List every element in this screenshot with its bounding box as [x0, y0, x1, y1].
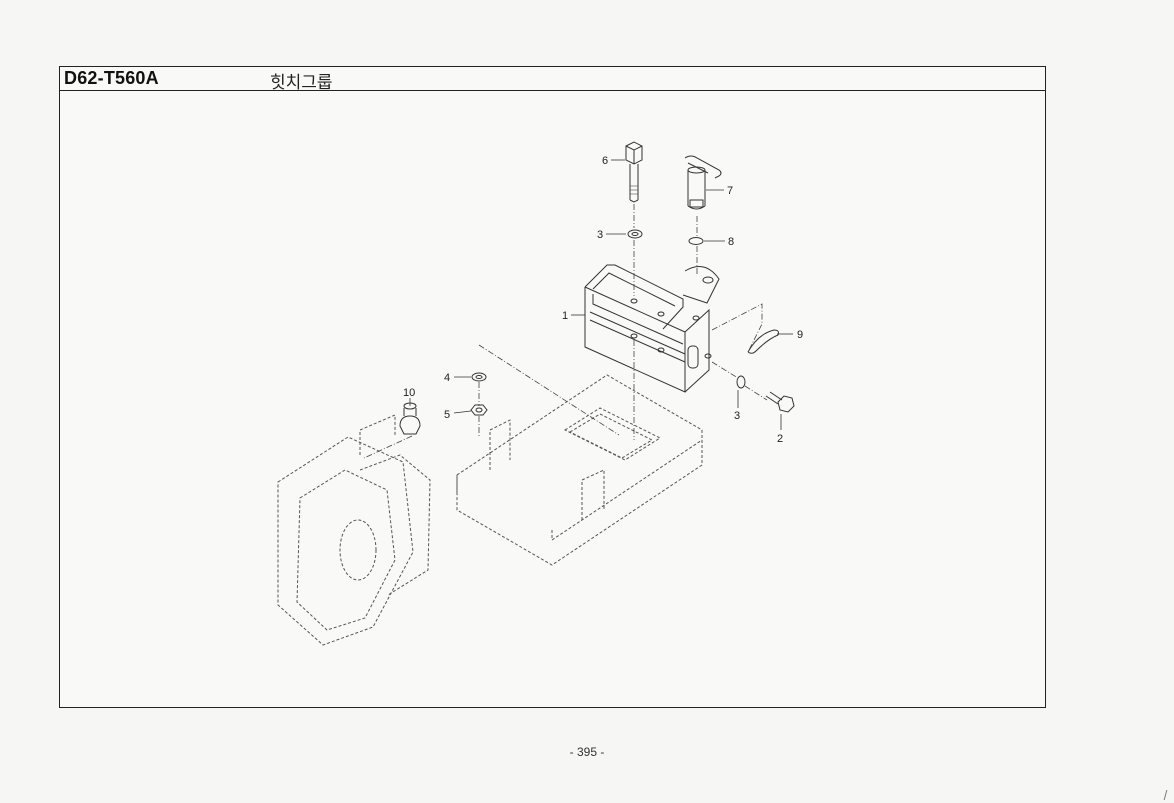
bolt-part-2 [765, 391, 795, 413]
washer-part-3-top [627, 229, 643, 239]
washer-part-4 [471, 372, 487, 382]
oring-part-8 [688, 237, 704, 245]
callout-4: 4 [444, 372, 450, 384]
document-code: D62-T560A [64, 68, 159, 88]
callout-1: 1 [562, 310, 568, 322]
callout-5: 5 [444, 409, 450, 421]
callout-3-top: 3 [597, 229, 603, 241]
drawbar-frame [456, 374, 703, 566]
bolt-part-6 [625, 141, 643, 203]
callout-8: 8 [728, 236, 734, 248]
callout-3-right: 3 [734, 410, 740, 422]
diagram-frame: D62-T560A 힛치그룹 [59, 66, 1046, 708]
transmission-housing [277, 414, 431, 646]
callout-6: 6 [602, 155, 608, 167]
clip-part-9 [747, 329, 779, 354]
nut-part-5 [470, 404, 488, 416]
callout-9: 9 [797, 329, 803, 341]
plug-part-10 [399, 402, 421, 435]
callout-2: 2 [777, 433, 783, 445]
washer-part-3-right [736, 375, 746, 389]
callout-labels: 6 7 3 8 1 9 4 10 5 3 2 [403, 155, 803, 445]
document-title: 힛치그룹 [270, 73, 333, 93]
header-bar: D62-T560A 힛치그룹 [60, 67, 1045, 93]
assembly-centerlines [363, 204, 768, 459]
leader-lines [409, 159, 793, 430]
page-number: - 395 - [569, 745, 605, 759]
callout-10: 10 [403, 387, 415, 399]
callout-7: 7 [727, 185, 733, 197]
pin-part-7 [684, 155, 722, 210]
hitch-bracket-part-1 [584, 264, 720, 393]
